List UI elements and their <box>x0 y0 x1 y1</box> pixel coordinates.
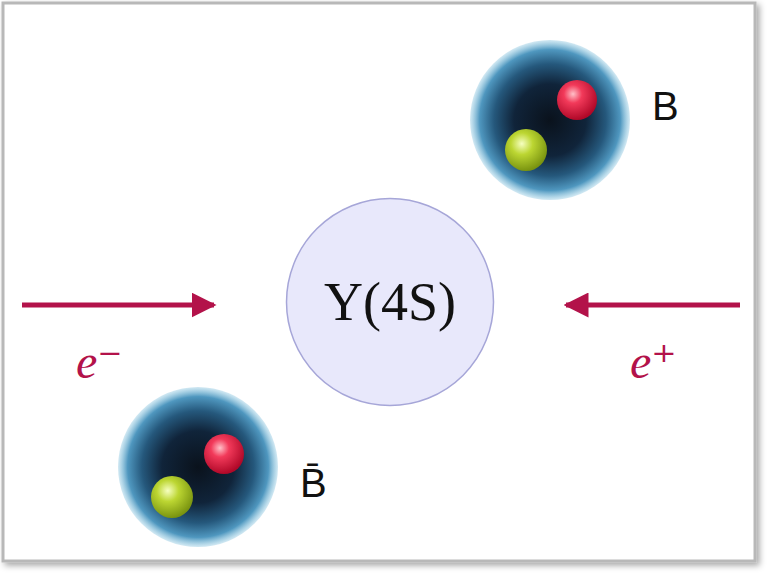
positron-beam-arrow <box>566 303 740 308</box>
antiquark-ball <box>505 129 547 171</box>
antiquark-ball <box>151 476 193 518</box>
meson-name: B̄ <box>300 463 327 503</box>
electron-label: e⁻ <box>76 338 123 386</box>
b-meson: B <box>470 40 630 200</box>
quark-ball <box>204 434 244 474</box>
meson-sphere <box>470 40 630 200</box>
resonance-name: Υ(4S) <box>324 271 456 333</box>
meson-cloud <box>118 387 278 547</box>
positron-label: e⁺ <box>630 338 677 386</box>
frame <box>3 3 755 561</box>
meson-cloud <box>470 40 630 200</box>
upsilon-resonance: Υ(4S) <box>285 197 495 407</box>
meson-sphere <box>118 387 278 547</box>
meson-name: B <box>652 86 679 126</box>
quark-ball <box>557 80 597 120</box>
electron-beam-arrow <box>22 303 214 308</box>
anti-b-meson: B̄ <box>118 387 278 547</box>
resonance-outline <box>287 199 494 406</box>
